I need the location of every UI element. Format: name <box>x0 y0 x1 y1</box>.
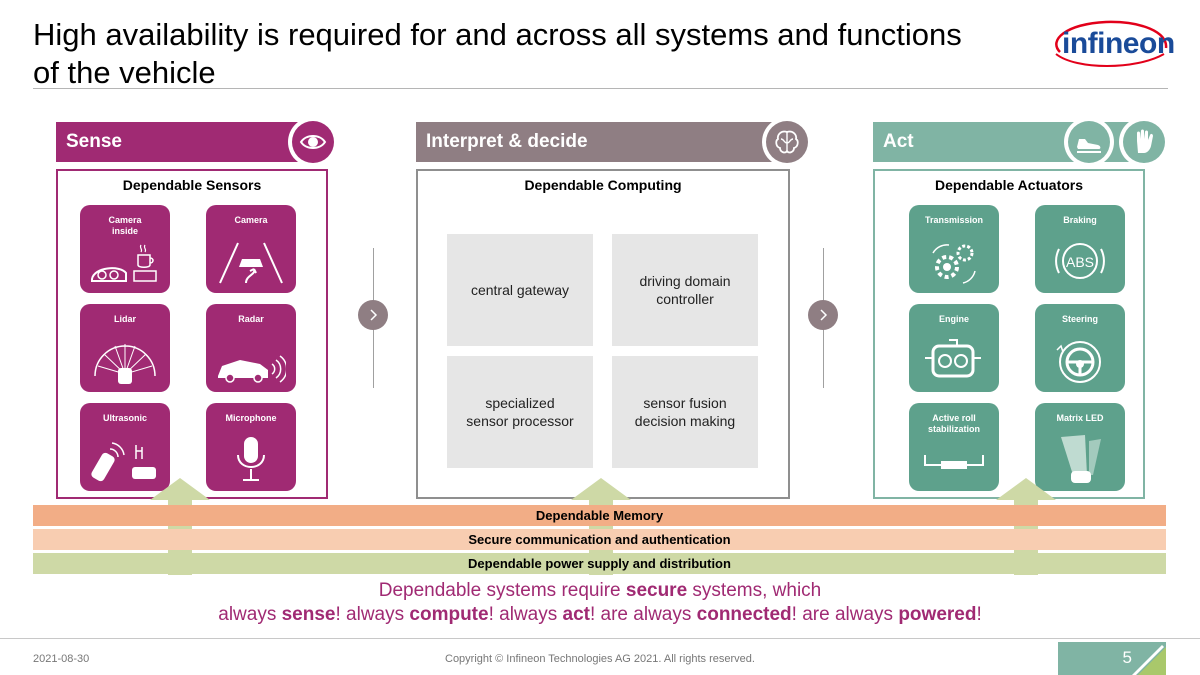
corner-stripe-icon <box>1132 645 1166 675</box>
tagline-line-2: always sense! always compute! always act… <box>0 604 1200 626</box>
band-secure-communication: Secure communication and authentication <box>33 529 1166 550</box>
road-camera-icon <box>219 242 283 284</box>
tagline-emphasis: secure <box>625 580 688 601</box>
hand-icon <box>1137 129 1153 153</box>
actuator-tile-steering: Steering <box>1035 304 1125 392</box>
brain-icon <box>775 130 799 154</box>
band-power-supply: Dependable power supply and distribution <box>33 553 1166 574</box>
abs-icon: ABS <box>1055 243 1105 279</box>
actuators-box-title: Dependable Actuators <box>934 177 1084 193</box>
tagline-text: always <box>218 604 282 625</box>
tagline-emphasis: connected <box>696 604 792 625</box>
computing-block-driving-domain-controller: driving domain controller <box>612 234 758 346</box>
infineon-logo: infineon <box>1046 18 1175 70</box>
sensor-label: Microphone <box>225 413 277 423</box>
logo-swoosh-icon <box>1055 20 1168 67</box>
radar-icon <box>218 355 286 383</box>
computing-block-sensor-fusion: sensor fusion decision making <box>612 356 758 468</box>
steering-wheel-icon <box>1056 341 1101 383</box>
tagline-text: ! always <box>335 604 410 625</box>
sensor-tile-camera-inside: Camera inside <box>80 205 170 293</box>
page-number: 5 <box>1122 648 1132 667</box>
interior-camera-icon <box>91 244 157 282</box>
page-number-tab <box>1058 642 1166 675</box>
tagline-emphasis: sense <box>281 604 336 625</box>
act-header-icon-2 <box>1119 117 1169 167</box>
engine-icon <box>925 339 981 378</box>
sensor-tile-ultrasonic: Ultrasonic <box>80 403 170 491</box>
sensor-label: Camera inside <box>108 215 142 236</box>
actuator-tile-active-roll-stabilization: Active roll stabilization <box>909 403 999 491</box>
computing-box-title: Dependable Computing <box>524 177 682 193</box>
footer-date: 2021-08-30 <box>33 653 90 665</box>
sneaker-icon <box>1077 139 1101 153</box>
actuator-label: Steering <box>1061 314 1098 324</box>
sensor-tile-radar: Radar <box>206 304 296 392</box>
sensor-tile-microphone: Microphone <box>206 403 296 491</box>
sense-header: Sense <box>56 122 326 162</box>
chevron-right-icon <box>808 300 838 330</box>
actuator-tile-engine: Engine <box>909 304 999 392</box>
interpret-header: Interpret & decide <box>416 122 790 162</box>
computing-block-central-gateway: central gateway <box>447 234 593 346</box>
band-dependable-memory: Dependable Memory <box>33 505 1166 526</box>
tagline-emphasis: act <box>562 604 590 625</box>
eye-icon <box>299 135 327 149</box>
chevron-right-icon <box>358 300 388 330</box>
up-arrow-icon <box>996 478 1056 575</box>
up-arrow-icon <box>571 478 631 575</box>
tagline-text: ! are always <box>791 604 899 625</box>
sensors-box-title: Dependable Sensors <box>122 177 262 193</box>
sensor-tile-lidar: Lidar <box>80 304 170 392</box>
gears-icon <box>932 244 976 284</box>
sensor-label: Radar <box>238 314 264 324</box>
sensor-label: Lidar <box>113 314 136 324</box>
actuator-tile-braking: Braking ABS <box>1035 205 1125 293</box>
tagline-text: ! always <box>488 604 563 625</box>
footer-divider <box>0 638 1200 639</box>
actuators-box: Dependable Actuators Transmission Brakin… <box>873 169 1145 499</box>
tagline-text: systems, which <box>687 580 822 601</box>
tagline-text: ! are always <box>589 604 697 625</box>
abs-text: ABS <box>1066 254 1094 270</box>
sensors-box: Dependable Sensors Camera inside Camera … <box>56 169 328 499</box>
actuator-label: Transmission <box>924 215 984 225</box>
stabilizer-icon <box>924 455 984 469</box>
actuator-tile-transmission: Transmission <box>909 205 999 293</box>
computing-block-sensor-processor: specialized sensor processor <box>447 356 593 468</box>
parking-sensor-icon <box>91 442 156 482</box>
interpret-header-icon <box>762 117 812 167</box>
tagline-text: Dependable systems require <box>378 580 626 601</box>
footer-copyright: Copyright © Infineon Technologies AG 202… <box>445 653 755 665</box>
tagline-emphasis: powered <box>898 604 977 625</box>
up-arrow-icon <box>150 478 210 575</box>
actuator-label: Braking <box>1063 215 1097 225</box>
title-divider <box>33 88 1168 89</box>
tagline-line-1: Dependable systems require secure system… <box>0 580 1200 602</box>
sense-header-icon <box>288 117 338 167</box>
lidar-icon <box>94 344 156 384</box>
actuator-label: Matrix LED <box>1056 413 1104 423</box>
logo-wordmark: infineon <box>1062 27 1175 60</box>
tagline-text: ! <box>976 604 982 625</box>
computing-box: Dependable Computing central gateway dri… <box>416 169 790 499</box>
actuator-label: Engine <box>938 314 969 324</box>
sensor-label: Ultrasonic <box>102 413 147 423</box>
sensor-label: Camera <box>234 215 268 225</box>
microphone-icon <box>237 437 265 481</box>
act-header-icon-1 <box>1064 117 1114 167</box>
matrix-led-icon <box>1061 435 1101 483</box>
slide-title: High availability is required for and ac… <box>33 17 962 90</box>
sensor-tile-camera: Camera <box>206 205 296 293</box>
actuator-label: Active roll stabilization <box>927 413 980 434</box>
actuator-tile-matrix-led: Matrix LED <box>1035 403 1125 491</box>
tagline-emphasis: compute <box>409 604 489 625</box>
